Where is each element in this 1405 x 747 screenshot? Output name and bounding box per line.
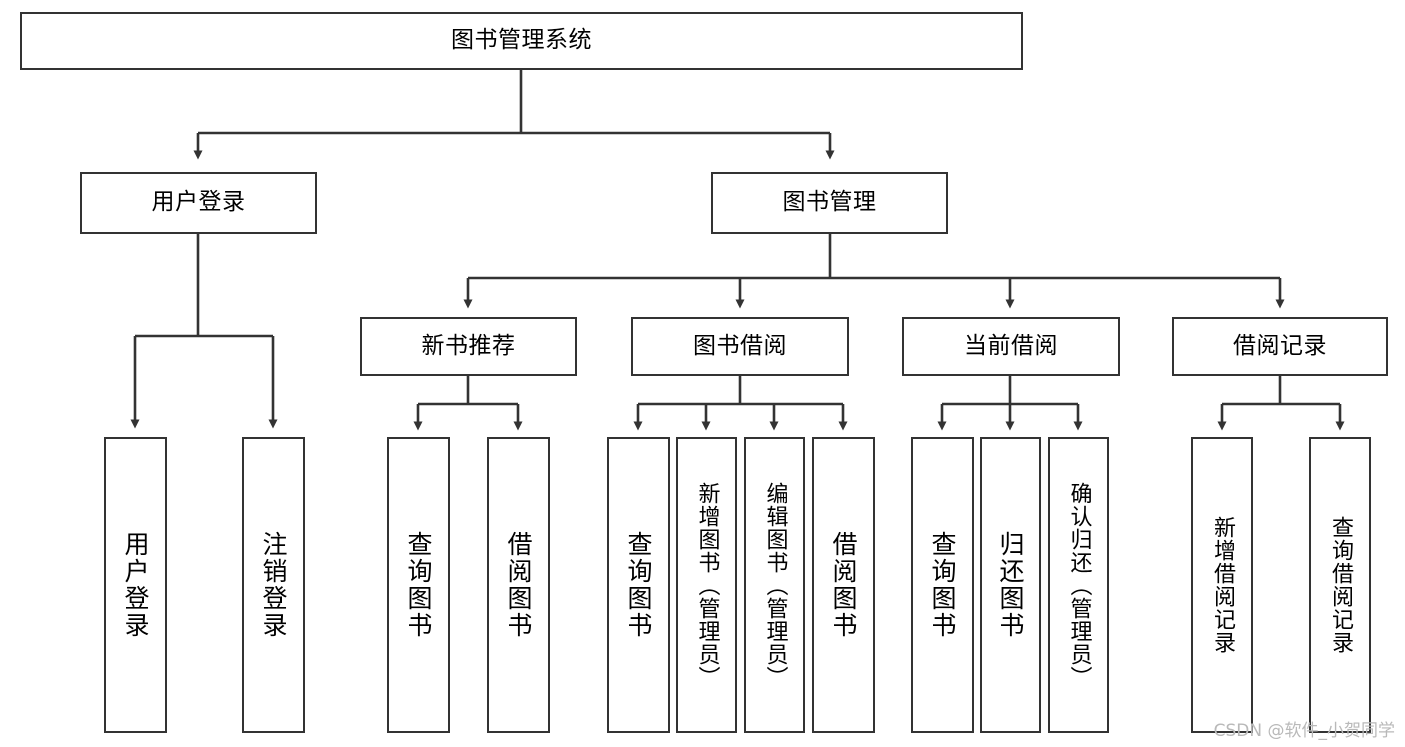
node-borrow-record[interactable]: 借阅记录 [1172,317,1388,376]
node-book-manage[interactable]: 图书管理 [711,172,948,234]
csdn-watermark: CSDN @软件_小贺同学 [1213,721,1395,741]
node-leaf-logout-login[interactable]: 注销登录 [242,437,305,733]
node-leaf-query-borrow-record-label: 查询借阅记录 [1328,516,1353,654]
node-user-login[interactable]: 用户登录 [80,172,317,234]
node-leaf-query-book-2-label: 查询图书 [624,531,653,639]
node-leaf-edit-book-admin[interactable]: 编辑图书（管理员） [744,437,805,733]
node-book-manage-label: 图书管理 [782,189,877,216]
node-leaf-borrow-book-1[interactable]: 借阅图书 [487,437,550,733]
node-leaf-query-borrow-record[interactable]: 查询借阅记录 [1309,437,1371,733]
node-new-book-recommend-label: 新书推荐 [421,332,516,359]
node-leaf-query-book-3[interactable]: 查询图书 [911,437,974,733]
node-leaf-borrow-book-1-label: 借阅图书 [504,531,533,639]
node-leaf-user-login[interactable]: 用户登录 [104,437,167,733]
node-leaf-query-book-1[interactable]: 查询图书 [387,437,450,733]
node-book-borrow[interactable]: 图书借阅 [631,317,849,376]
node-leaf-borrow-book-2[interactable]: 借阅图书 [812,437,875,733]
node-current-borrow[interactable]: 当前借阅 [902,317,1120,376]
node-leaf-query-book-3-label: 查询图书 [928,531,957,639]
node-current-borrow-label: 当前借阅 [964,332,1058,359]
node-leaf-add-borrow-record-label: 新增借阅记录 [1210,516,1235,654]
node-leaf-confirm-return-admin[interactable]: 确认归还（管理员） [1048,437,1109,733]
node-book-borrow-label: 图书借阅 [693,332,787,359]
node-leaf-borrow-book-2-label: 借阅图书 [829,531,858,639]
node-root-label: 图书管理系统 [451,27,592,54]
node-leaf-add-book-admin[interactable]: 新增图书（管理员） [676,437,737,733]
node-borrow-record-label: 借阅记录 [1233,332,1327,359]
node-leaf-user-login-label: 用户登录 [121,531,150,639]
node-leaf-edit-book-admin-label: 编辑图书（管理员） [762,481,788,689]
node-leaf-return-book-label: 归还图书 [996,531,1025,639]
node-root[interactable]: 图书管理系统 [20,12,1023,70]
node-user-login-label: 用户登录 [151,189,246,216]
node-leaf-query-book-2[interactable]: 查询图书 [607,437,670,733]
node-leaf-return-book[interactable]: 归还图书 [980,437,1041,733]
node-leaf-add-book-admin-label: 新增图书（管理员） [694,481,720,689]
node-new-book-recommend[interactable]: 新书推荐 [360,317,577,376]
node-leaf-logout-login-label: 注销登录 [259,531,288,639]
node-leaf-query-book-1-label: 查询图书 [404,531,433,639]
node-leaf-add-borrow-record[interactable]: 新增借阅记录 [1191,437,1253,733]
node-leaf-confirm-return-admin-label: 确认归还（管理员） [1066,481,1092,689]
